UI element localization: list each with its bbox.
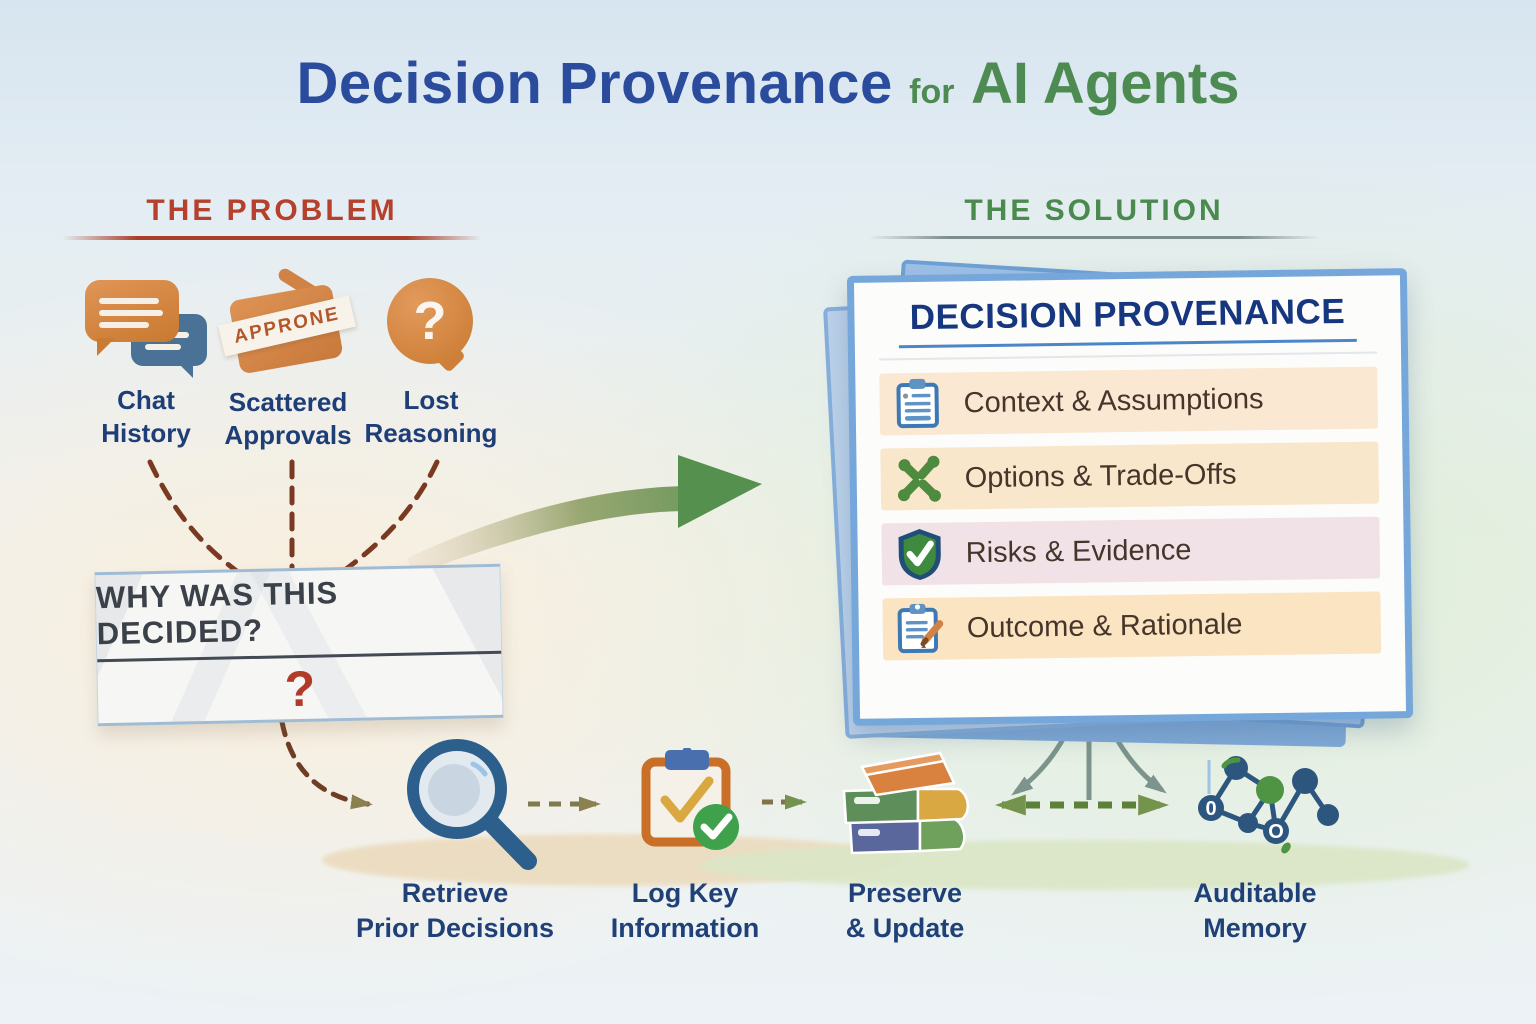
solution-heading-text: THE SOLUTION [964, 194, 1224, 227]
clipboard-icon [891, 378, 944, 431]
page-title: Decision Provenance for AI Agents [0, 50, 1536, 117]
card-divider [879, 351, 1378, 361]
card-row-label: Outcome & Rationale [966, 607, 1243, 644]
svg-text:O: O [1268, 821, 1284, 843]
card-title-underline [898, 338, 1357, 349]
card-row-label: Risks & Evidence [965, 533, 1192, 569]
problem-item-scattered-approvals: APPRONE Scattered Approvals [193, 266, 383, 451]
crumpled-note: WHY WAS THIS DECIDED? ? [94, 563, 504, 727]
solution-section-heading: THE SOLUTION [868, 194, 1320, 239]
problem-heading-rule [62, 236, 482, 240]
card-row-label: Options & Trade-Offs [964, 458, 1237, 494]
card-row-label: Context & Assumptions [963, 382, 1264, 419]
card-row-context: Context & Assumptions [879, 366, 1379, 436]
card-row-outcome: Outcome & Rationale [882, 591, 1382, 661]
chat-bubble-orange [85, 280, 179, 356]
flow-label-log: Log Key Information [610, 878, 760, 944]
title-highlight: AI Agents [970, 51, 1240, 116]
problem-section-heading: THE PROBLEM [62, 194, 482, 240]
clipboard-pencil-icon [894, 603, 947, 656]
problem-item-lost-reasoning: ? Lost Reasoning [336, 278, 526, 449]
problem-item-label: Lost Reasoning [364, 385, 498, 448]
question-glyph: ? [413, 291, 447, 351]
title-main: Decision Provenance [296, 51, 893, 116]
flow-label-auditable: Auditable Memory [1193, 878, 1317, 944]
trade-offs-icon [892, 453, 945, 506]
question-bubble-icon: ? [381, 278, 481, 374]
problem-item-chat-history: Chat History [51, 278, 241, 449]
problem-item-label: Scattered Approvals [224, 387, 352, 450]
magnifier-icon [407, 739, 537, 870]
problem-item-label: Chat History [101, 385, 191, 448]
note-question-text: WHY WAS THIS DECIDED? [95, 571, 502, 663]
books-stack-icon [842, 751, 970, 855]
solution-heading-rule [868, 236, 1320, 239]
decision-provenance-card: DECISION PROVENANCE [846, 268, 1414, 726]
ground-ellipse-green [700, 840, 1470, 890]
flow-label-preserve: Preserve & Update [845, 878, 965, 944]
shield-check-icon [893, 528, 946, 581]
problem-heading-text: THE PROBLEM [146, 194, 398, 227]
flow-label-retrieve: Retrieve Prior Decisions [355, 878, 555, 944]
note-question-mark: ? [284, 660, 316, 718]
clipboard-check-icon [641, 748, 739, 850]
card-row-risks: Risks & Evidence [881, 516, 1381, 586]
svg-text:0: 0 [1205, 798, 1216, 820]
title-connector: for [909, 73, 955, 111]
question-bubble-circle: ? [387, 278, 473, 364]
card-row-options: Options & Trade-Offs [880, 441, 1380, 511]
card-title: DECISION PROVENANCE [909, 291, 1346, 338]
chat-bubbles-icon [81, 278, 211, 378]
solution-card-stack: DECISION PROVENANCE [820, 259, 1414, 748]
memory-graph-icon: 0 O [1198, 756, 1339, 854]
